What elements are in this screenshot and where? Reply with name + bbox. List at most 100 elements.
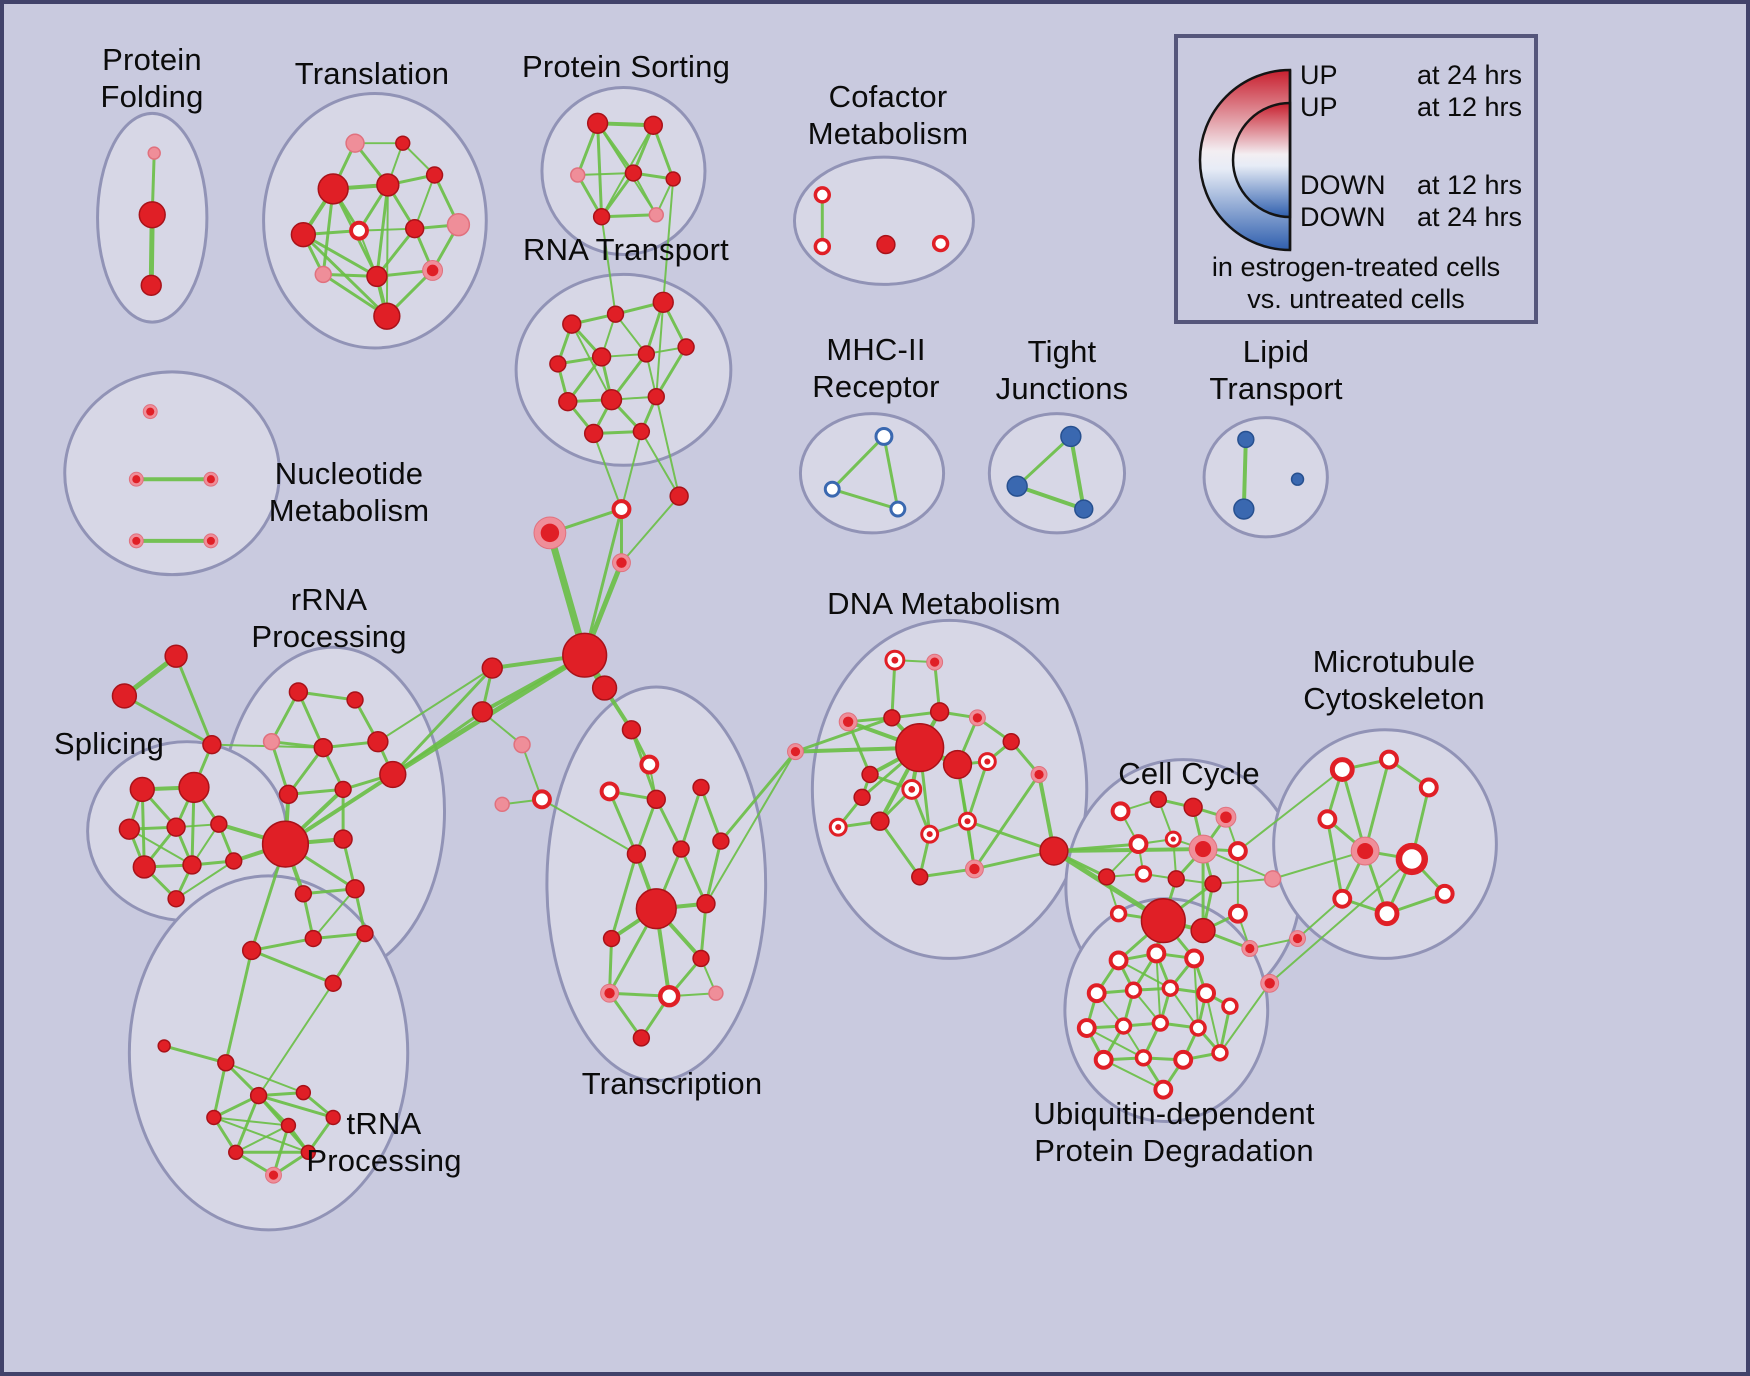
network-node <box>241 940 262 961</box>
network-edge <box>1325 817 1344 901</box>
network-node <box>376 173 400 197</box>
network-node <box>889 500 907 518</box>
network-node <box>356 924 374 943</box>
network-node <box>1237 430 1255 449</box>
network-edge <box>620 430 643 511</box>
network-edge <box>882 434 900 511</box>
network-node <box>672 840 690 858</box>
network-node <box>206 536 215 545</box>
network-edge <box>654 345 688 399</box>
network-edge <box>1212 877 1274 885</box>
network-edge <box>1068 434 1086 512</box>
network-node <box>217 1054 235 1072</box>
cluster-ellipse-protein-sorting <box>540 86 707 257</box>
network-node <box>602 929 621 948</box>
network-node <box>1161 979 1179 997</box>
network-node <box>604 988 615 999</box>
network-node <box>300 1144 317 1160</box>
network-edge <box>212 1116 310 1154</box>
network-node <box>1227 841 1248 861</box>
network-node <box>1109 904 1128 923</box>
network-edge <box>570 323 613 401</box>
network-node <box>639 754 660 775</box>
network-node <box>1196 983 1217 1004</box>
legend-time: at 12 hrs <box>1416 92 1522 122</box>
network-node <box>295 1084 312 1101</box>
network-edge <box>679 785 703 851</box>
network-edge <box>583 507 623 657</box>
network-node <box>1140 898 1186 944</box>
network-edge <box>1102 1058 1165 1091</box>
network-edge <box>699 785 723 843</box>
network-node <box>366 265 388 288</box>
network-node <box>692 949 710 968</box>
network-node <box>616 557 627 568</box>
network-edge <box>174 654 214 747</box>
legend-caption-line1: in estrogen-treated cells <box>1211 252 1501 282</box>
network-node <box>969 863 980 875</box>
legend-direction: DOWN <box>1300 170 1386 200</box>
network-edge <box>592 432 623 511</box>
legend-time: at 24 hrs <box>1416 60 1522 90</box>
network-edge <box>312 887 357 940</box>
cluster-ellipse-rna-transport <box>514 272 733 467</box>
label-rrna-processing: rRNA Processing <box>251 582 407 654</box>
label-trna-processing: tRNA Processing <box>306 1106 462 1178</box>
network-node <box>853 788 871 807</box>
network-node <box>930 657 940 667</box>
network-node <box>562 314 582 334</box>
cluster-ellipse-translation <box>262 91 488 350</box>
label-protein-sorting: Protein Sorting <box>521 49 731 84</box>
network-edge <box>830 434 886 491</box>
network-node <box>692 778 710 797</box>
network-node <box>532 789 552 810</box>
network-node <box>652 291 674 313</box>
network-node <box>1418 777 1439 798</box>
network-node <box>164 644 188 668</box>
label-cofactor-metabolism: Cofactor Metabolism <box>807 79 969 151</box>
network-node <box>202 734 222 755</box>
network-edge <box>704 750 797 905</box>
network-node <box>140 274 162 297</box>
network-node <box>1149 790 1168 809</box>
network-node <box>325 1109 341 1126</box>
network-node <box>446 213 471 237</box>
label-lipid-transport: Lipid Transport <box>1209 334 1343 406</box>
network-node <box>426 264 439 277</box>
network-node <box>891 656 899 664</box>
network-node <box>249 1086 268 1105</box>
network-node <box>225 852 243 870</box>
network-edge <box>600 213 658 219</box>
legend-row-down-12: DOWN at 12 hrs <box>1300 170 1522 201</box>
network-node <box>665 171 681 187</box>
network-edge <box>719 750 797 843</box>
network-node <box>182 855 202 875</box>
network-node <box>157 1039 171 1053</box>
network-edge <box>1218 982 1271 1054</box>
network-edge <box>212 1061 228 1119</box>
legend-caption-line2: vs. untreated cells <box>1247 284 1465 314</box>
network-edge <box>250 948 335 985</box>
network-canvas <box>63 86 1498 1232</box>
network-node <box>1034 769 1044 780</box>
network-node <box>373 302 401 330</box>
legend-row-up-24: UP at 24 hrs <box>1300 60 1522 91</box>
legend-direction: DOWN <box>1300 202 1386 232</box>
network-node <box>1134 865 1153 883</box>
cluster-ellipse-cofactor-metabolism <box>792 155 975 286</box>
network-edge <box>391 666 494 776</box>
network-node <box>132 475 141 484</box>
network-node <box>1153 1079 1174 1100</box>
network-edge <box>376 667 494 743</box>
network-node <box>637 345 656 363</box>
network-node <box>835 824 842 831</box>
network-node <box>632 1029 651 1047</box>
network-edge <box>662 177 675 304</box>
network-node <box>1190 917 1216 944</box>
network-node <box>790 747 801 757</box>
network-node <box>334 780 352 799</box>
network-node <box>883 709 901 727</box>
network-edge <box>331 932 367 985</box>
network-edge <box>1241 437 1248 512</box>
network-node <box>1332 888 1353 909</box>
